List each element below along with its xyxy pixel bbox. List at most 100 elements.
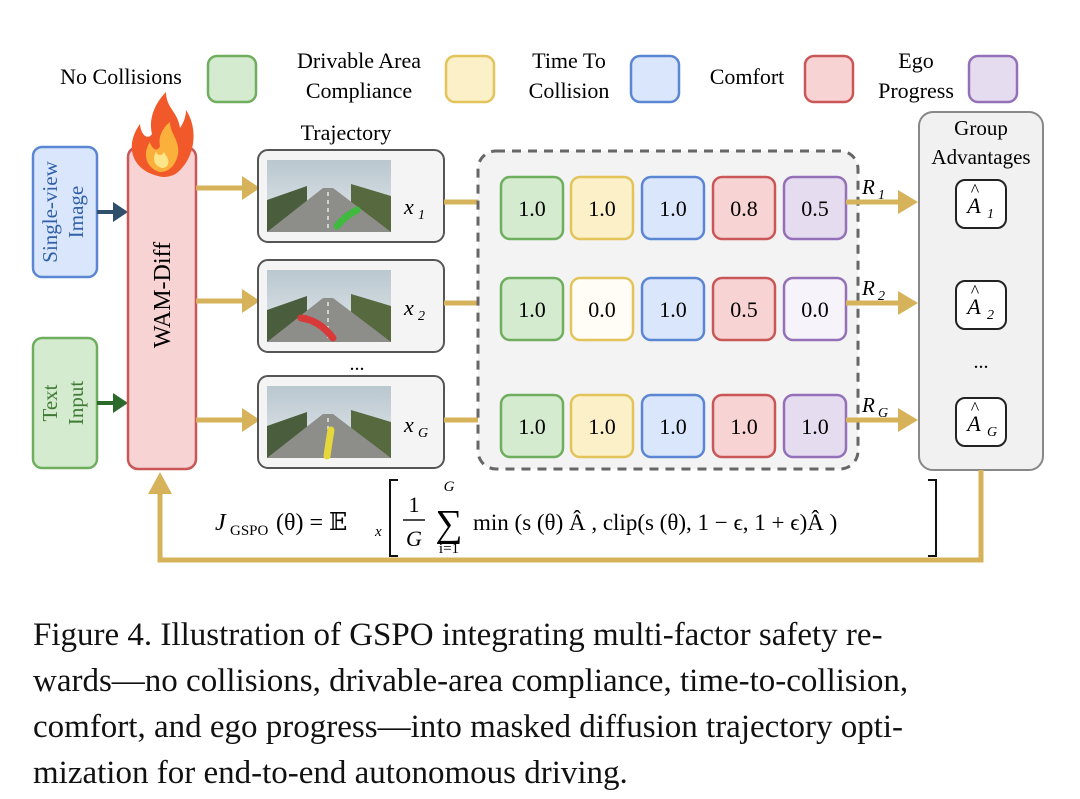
legend-ego-progress: Ego Progress xyxy=(878,48,1019,104)
formula-expectation-sub: x xyxy=(374,524,382,540)
wam-diff-label: WAM-Diff xyxy=(150,242,176,348)
score-box xyxy=(711,276,777,342)
formula-body: min (s (θ) Â , clip(s (θ), 1 − ϵ, 1 + ϵ)… xyxy=(473,510,837,535)
legend-swatch xyxy=(629,54,681,104)
score-box xyxy=(499,276,565,342)
reward-symbol-sub: G xyxy=(878,406,888,421)
group-advantages-title: Group xyxy=(954,116,1008,140)
score-row: 1.0 0.0 1.0 0.5 0.0 xyxy=(499,276,848,342)
caption-line: Figure 4. Illustration of GSPO integrati… xyxy=(33,617,883,653)
legend-label: Compliance xyxy=(306,78,412,103)
formula-frac-num: 1 xyxy=(409,492,420,517)
score-box xyxy=(711,393,777,459)
reward-symbol: R xyxy=(861,393,875,417)
gspo-diagram: No Collisions Drivable Area Compliance T… xyxy=(31,48,1044,563)
legend-label: Ego xyxy=(898,48,933,73)
advantage-symbol-sub: 2 xyxy=(987,308,994,323)
score-box xyxy=(499,175,565,241)
feedback-loop-arrow xyxy=(148,470,984,563)
text-input-label: Input xyxy=(64,381,88,425)
score-value: 1.0 xyxy=(518,297,546,322)
legend-label: Progress xyxy=(878,78,954,103)
legend-swatch xyxy=(206,54,258,104)
trajectory-title: Trajectory xyxy=(301,120,392,145)
text-input-box: Text Input xyxy=(31,336,99,470)
legend: No Collisions Drivable Area Compliance T… xyxy=(60,48,1019,104)
legend-comfort: Comfort xyxy=(710,54,855,104)
legend-time-to-collision: Time To Collision xyxy=(529,48,681,104)
group-advantages-title: Advantages xyxy=(931,145,1030,169)
score-value: 0.8 xyxy=(730,196,758,221)
advantage-symbol: A xyxy=(965,411,981,436)
score-value: 0.5 xyxy=(730,297,758,322)
reward-symbol-sub: 1 xyxy=(878,188,885,203)
legend-label: Drivable Area xyxy=(297,48,421,73)
trajectory-path xyxy=(323,426,335,460)
flame-icon xyxy=(131,92,194,177)
formula-expectation: (θ) = 𝔼 xyxy=(276,510,347,536)
trajectory-ellipsis: ... xyxy=(350,353,365,375)
legend-swatch xyxy=(444,54,496,104)
wam-diff-model: WAM-Diff xyxy=(126,145,198,471)
formula-lhs: J xyxy=(215,510,227,536)
text-input-label: Text xyxy=(38,384,62,421)
advantage-box: A^G xyxy=(955,397,1007,447)
advantage-symbol-sub: 1 xyxy=(987,207,994,222)
score-box xyxy=(640,393,706,459)
legend-swatch xyxy=(803,54,855,104)
reward-symbol-sub: 2 xyxy=(878,289,885,304)
svg-text:^: ^ xyxy=(971,180,980,200)
trajectory-symbol: x xyxy=(403,295,414,320)
score-value: 1.0 xyxy=(518,414,546,439)
formula-sum-top: G xyxy=(444,479,455,495)
advantage-symbol: A xyxy=(965,193,981,218)
input-arrows xyxy=(97,202,128,413)
score-box xyxy=(569,393,635,459)
driving-scene-image xyxy=(267,160,391,232)
score-value: 0.0 xyxy=(588,297,616,322)
score-value: 0.5 xyxy=(801,196,829,221)
advantage-box: A^ 1 xyxy=(955,179,1007,229)
image-input-box: Single-view Image xyxy=(31,145,99,279)
legend-swatch xyxy=(967,54,1019,104)
legend-label: Time To xyxy=(532,48,606,73)
legend-label: No Collisions xyxy=(60,64,182,89)
trajectory-symbol: x xyxy=(403,412,414,437)
caption-line: wards—no collisions, drivable-area compl… xyxy=(33,663,909,699)
legend-label: Collision xyxy=(529,78,610,103)
score-box xyxy=(782,393,848,459)
legend-label: Comfort xyxy=(710,64,785,89)
image-input-label: Single-view xyxy=(38,160,62,262)
score-box xyxy=(782,175,848,241)
driving-scene-image xyxy=(267,270,391,342)
caption-line: mization for end-to-end autonomous drivi… xyxy=(33,755,628,791)
svg-text:^: ^ xyxy=(971,281,980,301)
reward-symbol: R xyxy=(861,175,875,199)
score-value: 0.0 xyxy=(801,297,829,322)
score-value: 1.0 xyxy=(588,414,616,439)
trajectory-symbol-sub: G xyxy=(418,426,428,441)
score-box xyxy=(499,393,565,459)
trajectory-path xyxy=(297,314,337,342)
score-box xyxy=(569,175,635,241)
score-value: 1.0 xyxy=(659,297,687,322)
model-output-arrows xyxy=(196,176,260,432)
formula-lhs-sub: GSPO xyxy=(230,523,269,539)
advantage-box: A^2 xyxy=(955,280,1007,330)
legend-drivable-area: Drivable Area Compliance xyxy=(297,48,496,104)
trajectory-symbol-sub: 1 xyxy=(418,208,425,223)
score-value: 1.0 xyxy=(518,196,546,221)
driving-scene-image xyxy=(267,386,391,460)
trajectory-path xyxy=(333,206,361,230)
formula-sum-bottom: i=1 xyxy=(439,541,459,557)
score-value: 1.0 xyxy=(659,414,687,439)
